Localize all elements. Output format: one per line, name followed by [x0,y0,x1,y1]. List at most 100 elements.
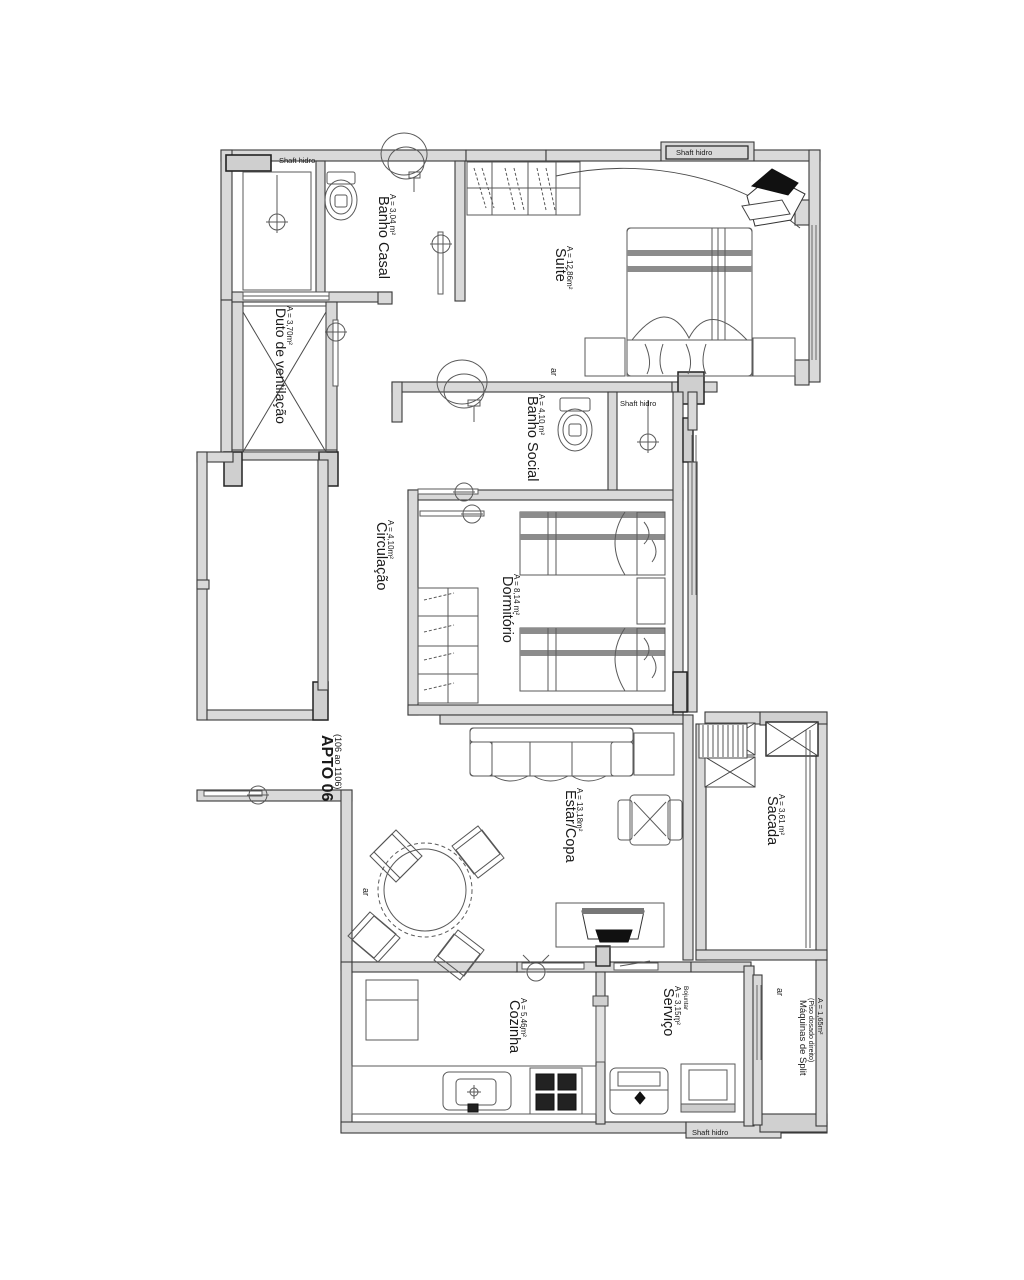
nightstand-left [584,337,626,377]
wall-sacada-bottom [695,949,828,961]
wall-pillar-kitchen [595,945,611,967]
armchair-suite [741,168,806,227]
door-banho-casal [430,231,452,295]
shower-box [242,171,312,291]
side-table-estar [633,732,675,776]
wall-hall-right [317,459,329,691]
washing-machine [609,1067,669,1115]
room-name-banho-casal: Banho Casal [375,196,391,279]
wall-duto-left [231,301,244,459]
shaft-box-top-left [225,154,272,172]
door-entry-apto [203,785,269,805]
room-name-servico: Serviço [660,988,676,1036]
room-label-sacada: Sacada A = 3,61 m² [764,794,786,846]
window-dormitorio [691,435,697,595]
room-area-dormitorio: A = 8,14 m² [512,574,521,615]
wall-estar-top [439,714,691,725]
door-duto [325,319,347,387]
wall-kitchen-top-l [351,961,518,973]
room-name-sacada: Sacada [764,796,780,846]
apto-title-block: APTO 06 (106 ao 1106) [318,734,343,802]
wall-top-shaft-a [545,149,662,162]
door-cozinha [521,954,585,982]
sink-banho-social [436,359,488,422]
room-area-duto: A = 3,70m² [285,306,294,345]
wall-suite-left [454,160,466,302]
room-label-servico: Serviço A = 3,15m² Bojuntar [660,986,689,1036]
shaft-label-4: Shaft hidro [692,1128,728,1137]
wall-bottom-1 [340,1121,687,1134]
armchair-estar [617,794,683,846]
wall-banho-casal-left [315,160,326,296]
wall-dorm-right [672,391,684,716]
room-label-duto: Duto de ventilação A = 3,70m² [273,306,294,424]
room-area-banho-casal: A = 3,04 m² [388,194,397,235]
nightstand-dormitorio [636,577,666,625]
wall-right-c1 [687,391,698,431]
room-area-split: A = 1,65m² [816,998,825,1035]
wardrobe-dormitorio [417,587,479,704]
room-name-estar-copa: Estar/Copa [562,790,578,863]
tv-console-estar [555,902,665,948]
page-title: APTO 06 [318,735,335,802]
room-label-banho-casal: Banho Casal A = 3,04 m² [375,194,397,279]
window-suite [811,225,817,360]
kitchen-sink [442,1071,512,1113]
svg-text:ar: ar [775,988,785,996]
wall-dorm-left [407,489,419,716]
room-name-circulacao: Circulação [373,522,389,591]
room-area-suite: A = 12,86m² [565,246,574,290]
room-name-dormitorio: Dormitório [499,576,515,643]
sink-banho-casal [380,132,428,192]
ar-label-estar: ar [361,888,371,896]
wardrobe-suite [466,161,581,216]
split-unit [680,1063,736,1113]
toilet-banho-casal [324,171,358,221]
room-label-banho-social: Banho Social A = 4,10 m² [524,394,546,481]
furniture-group [203,132,819,1115]
wall-corridor-top [391,381,673,393]
wall-pillar-dorm [672,671,688,713]
room-area-sacada: A = 3,61 m² [777,794,786,835]
wall-dorm-bottom [407,704,684,716]
bed-dormitorio-1 [519,511,666,576]
room-name-split: Máquinas de Split [797,1000,808,1076]
room-name-banho-social: Banho Social [524,396,540,481]
wall-pillar-r2 [794,359,810,386]
grille-element [698,723,748,759]
room-label-circulacao: Circulação A = 4,10m² [373,520,395,591]
room-note-split: (Piso dosado direito) [807,998,814,1062]
drain-symbol [637,400,659,453]
door-servico [613,960,659,971]
room-label-cozinha: Cozinha A = 5,46m² [506,998,528,1054]
toilet-banho-social [557,397,593,452]
page-subtitle: (106 ao 1106) [333,734,343,789]
room-area-circulacao: A = 4,10m² [386,520,395,559]
svg-text:ar: ar [549,368,559,376]
dining-set [347,825,505,981]
wall-hall-bottom [206,709,328,721]
wall-banho-social-right [607,391,618,493]
ar-label-suite: ar [549,368,559,376]
shaft-label-1: Shaft hidro [279,156,315,165]
nightstand-right [752,337,796,377]
wall-kitchen-left [340,961,353,1133]
ar-label-servico: ar [775,988,785,996]
room-area-servico: A = 3,15m² [673,986,682,1025]
room-label-estar-copa: Estar/Copa A = 13,18m² [562,788,584,863]
wall-left-mid [220,299,233,461]
duct-cross-hatch [242,305,327,453]
shaft-box-top-right [665,145,749,160]
shaft-label-2: Shaft hidro [676,148,712,157]
room-label-suite: Suíte A = 12,86m² [552,246,574,290]
room-name-duto: Duto de ventilação [273,308,289,424]
sofa-estar [469,727,634,782]
wall-stub-bc [377,291,393,305]
door-corridor-upper [417,482,479,502]
room-name-cozinha: Cozinha [506,1000,522,1054]
room-label-dormitorio: Dormitório A = 8,14 m² [499,574,521,643]
wall-left-upper [220,149,233,301]
room-name-suite: Suíte [552,248,568,282]
kitchen-counter [351,1065,597,1115]
